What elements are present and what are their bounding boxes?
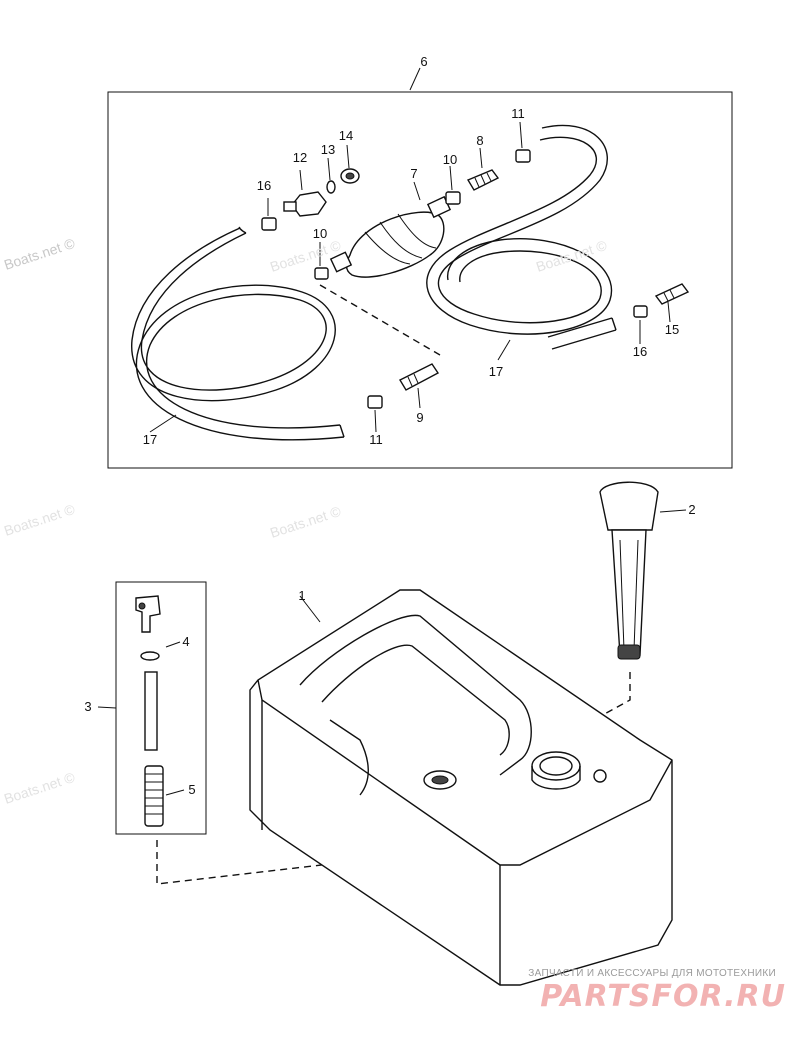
fuel-line-kit-group (107, 67, 733, 469)
fitting-9 (399, 363, 440, 391)
tank-connector (283, 168, 360, 217)
callout-2: 2 (688, 502, 695, 517)
callout-4: 4 (182, 634, 189, 649)
callout-3: 3 (84, 699, 91, 714)
clamp-11-bottom (367, 395, 383, 409)
pickup-filter (144, 765, 164, 827)
fuel-gauge (556, 481, 687, 741)
callout-14: 14 (339, 128, 353, 143)
callout-17-right: 17 (489, 364, 503, 379)
brand-subtitle: ЗАПЧАСТИ И АКСЕССУАРЫ ДЛЯ МОТОТЕХНИКИ (528, 968, 776, 979)
pickup-elbow (135, 595, 161, 633)
callout-5: 5 (188, 782, 195, 797)
callout-13: 13 (321, 142, 335, 157)
fuel-tank (249, 589, 673, 986)
watermark-3: Boats.net © (534, 237, 609, 275)
pickup-tube (144, 671, 158, 751)
callout-11-bottom: 11 (369, 432, 383, 447)
fitting-15 (654, 283, 690, 305)
watermark-5: Boats.net © (268, 503, 343, 541)
watermark-1: Boats.net © (2, 235, 77, 273)
leader-5 (165, 789, 185, 796)
callout-1: 1 (298, 588, 305, 603)
leader-6 (409, 67, 421, 91)
watermark-4: Boats.net © (2, 501, 77, 539)
callout-10-top: 10 (443, 152, 457, 167)
callout-6: 6 (420, 54, 427, 69)
kit-leaders (149, 121, 671, 433)
leader-3 (97, 706, 117, 709)
kit-frame (107, 91, 733, 469)
leader-4 (165, 641, 181, 648)
fuel-hose-right (426, 124, 617, 350)
clamp-10-top (445, 191, 461, 205)
callout-16-right: 16 (633, 344, 647, 359)
clamp-10-left (314, 267, 329, 280)
pickup-o-ring (140, 651, 160, 661)
callout-12: 12 (293, 150, 307, 165)
primer-bulb (329, 195, 452, 278)
callout-9: 9 (416, 410, 423, 425)
clamp-16-right (633, 305, 648, 318)
leader-1 (299, 595, 321, 623)
callout-16-left: 16 (257, 178, 271, 193)
clamp-11-top (515, 149, 531, 163)
clamp-16-left (261, 217, 277, 231)
fuel-hose-left (131, 226, 345, 441)
callout-10-left: 10 (313, 226, 327, 241)
callout-7: 7 (410, 166, 417, 181)
callout-11-top: 11 (511, 106, 525, 121)
fitting-8 (466, 169, 500, 191)
leader-2 (659, 509, 687, 513)
callout-17-left: 17 (143, 432, 157, 447)
brand-logo: PARTSFOR.RU (540, 979, 786, 1014)
callouts: 6 11 8 14 13 12 10 7 16 10 15 16 17 9 11… (84, 54, 695, 797)
callout-8: 8 (476, 133, 483, 148)
watermark-2: Boats.net © (268, 237, 343, 275)
callout-15: 15 (665, 322, 679, 337)
assembly-line-kit (319, 284, 441, 356)
assembly-line-gauge (556, 672, 631, 741)
brand-block: ЗАПЧАСТИ И АКСЕССУАРЫ ДЛЯ МОТОТЕХНИКИ PA… (528, 968, 786, 1014)
watermark-6: Boats.net © (2, 769, 77, 807)
